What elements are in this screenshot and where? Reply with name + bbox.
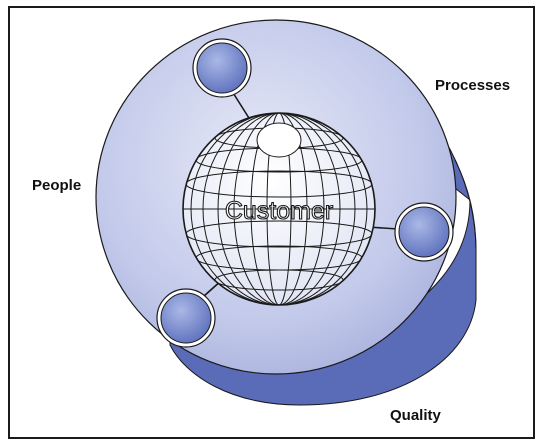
node-quality <box>394 202 454 262</box>
center-label: Customer <box>225 197 333 225</box>
label-people: People <box>32 177 82 194</box>
node-people <box>156 288 216 348</box>
disc-side-edge <box>454 159 477 300</box>
globe <box>182 112 376 306</box>
label-quality: Quality <box>390 407 441 424</box>
label-processes: Processes <box>435 77 511 94</box>
node-processes <box>192 38 252 98</box>
